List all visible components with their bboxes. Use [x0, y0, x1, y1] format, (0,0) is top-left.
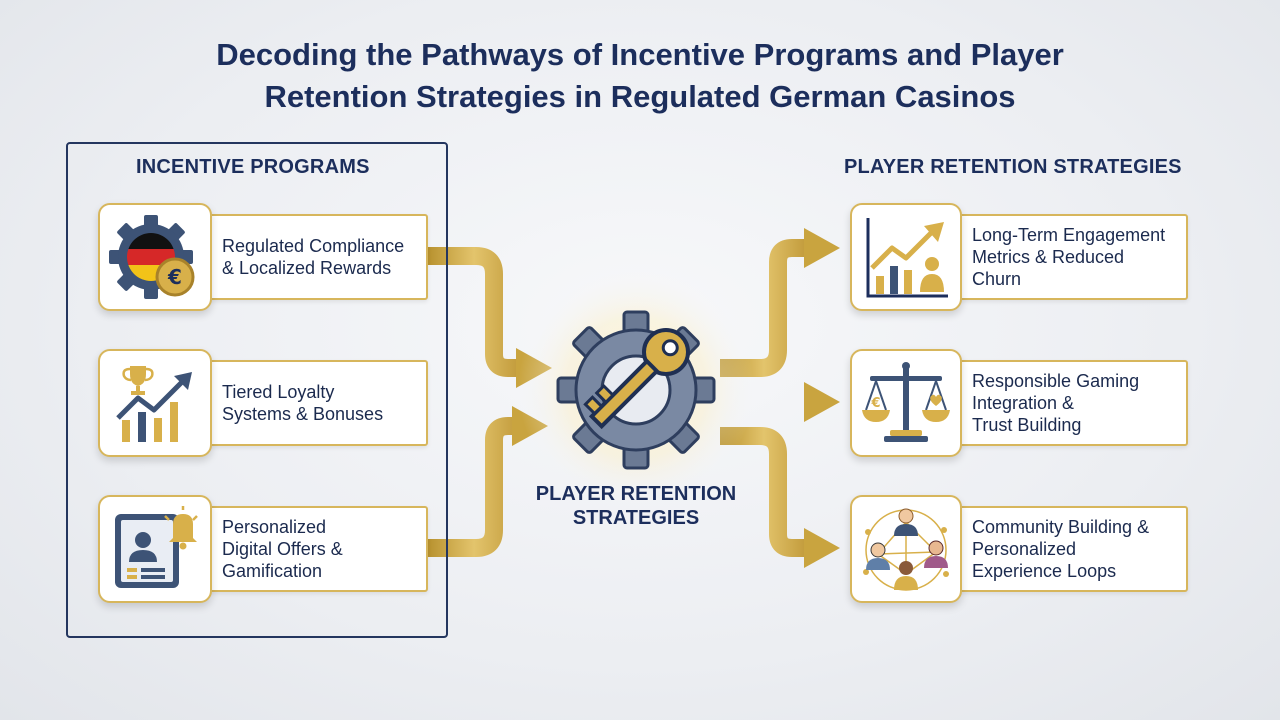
arrow-out-top: [720, 239, 808, 377]
arrowhead-out-bottom: [804, 528, 840, 568]
title-line-1: Decoding the Pathways of Incentive Progr…: [216, 37, 1064, 72]
left-card-2: Tiered Loyalty Systems & Bonuses: [200, 360, 428, 446]
left-card-1-line-1: Regulated Compliance: [222, 236, 405, 256]
left-card-3-line-1: Personalized: [222, 517, 327, 537]
arrowhead-out-top: [804, 228, 840, 268]
right-card-1: Long-Term Engagement Metrics & Reduced C…: [950, 214, 1188, 300]
left-card-3-line-2: Digital Offers &: [222, 539, 343, 559]
right-card-3-line-3: Experience Loops: [972, 561, 1117, 581]
right-card-1-line-2: Metrics & Reduced: [972, 247, 1125, 267]
trophy-growth-chart-icon: [98, 349, 212, 457]
arrowhead-out-middle: [804, 382, 840, 422]
right-card-3: Community Building & Personalized Experi…: [950, 506, 1188, 592]
right-card-2-line-1: Responsible Gaming: [972, 371, 1140, 391]
right-card-1-line-1: Long-Term Engagement: [972, 225, 1166, 245]
incentive-programs-frame: [66, 142, 448, 638]
left-card-1-line-2: & Localized Rewards: [222, 258, 392, 278]
right-card-2-line-3: Trust Building: [972, 415, 1082, 435]
right-card-1-line-3: Churn: [972, 269, 1022, 289]
right-card-3-line-2: Personalized: [972, 539, 1077, 559]
right-card-3-line-1: Community Building &: [972, 517, 1150, 537]
tablet-profile-notification-icon: [98, 495, 212, 603]
retention-strategies-heading: PLAYER RETENTION STRATEGIES: [844, 156, 1182, 178]
balance-scale-icon: €: [850, 349, 962, 457]
arrow-out-bottom: [720, 427, 808, 557]
left-card-1: Regulated Compliance & Localized Rewards: [200, 214, 428, 300]
engagement-chart-icon: [850, 203, 962, 311]
page-title: Decoding the Pathways of Incentive Progr…: [0, 34, 1280, 118]
title-line-2: Retention Strategies in Regulated German…: [264, 79, 1016, 114]
center-label-line-2: STRATEGIES: [572, 507, 700, 529]
center-label-line-1: PLAYER RETENTION: [535, 483, 737, 505]
incentive-programs-heading: INCENTIVE PROGRAMS: [136, 156, 370, 178]
right-card-2-line-2: Integration &: [972, 393, 1075, 413]
arrow-in-bottom: [428, 417, 520, 557]
left-card-2-line-2: Systems & Bonuses: [222, 404, 384, 424]
center-label: PLAYER RETENTION STRATEGIES: [516, 482, 756, 530]
svg-text:€: €: [870, 396, 880, 411]
left-card-3: Personalized Digital Offers & Gamificati…: [200, 506, 428, 592]
arrow-in-top: [428, 247, 520, 377]
left-card-2-line-1: Tiered Loyalty: [222, 382, 335, 402]
left-card-3-line-3: Gamification: [222, 561, 323, 581]
gear-key-icon: [556, 304, 720, 472]
community-network-icon: [850, 495, 962, 603]
right-card-2: Responsible Gaming Integration & Trust B…: [950, 360, 1188, 446]
germany-flag-gear-euro-icon: €: [98, 203, 212, 311]
svg-text:€: €: [167, 265, 182, 289]
